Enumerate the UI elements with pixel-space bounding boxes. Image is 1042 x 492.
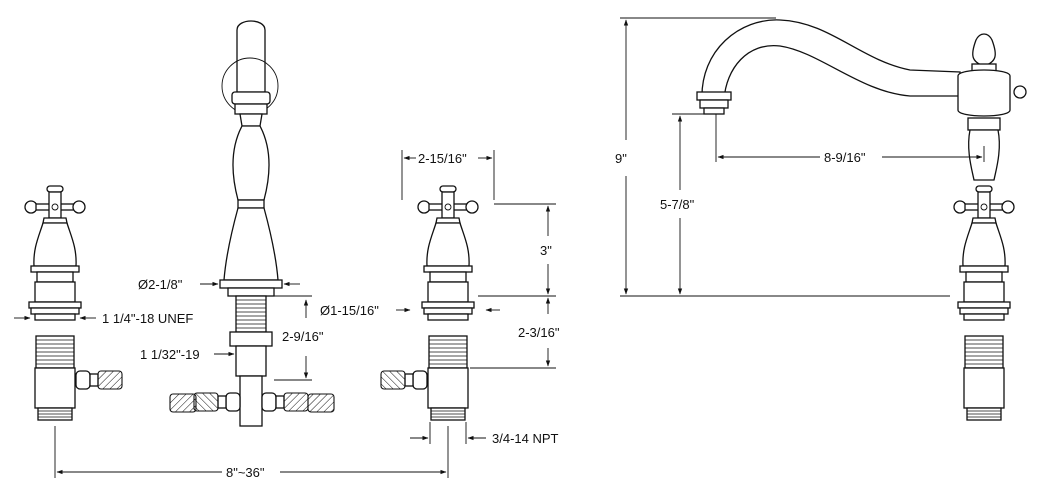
handle-height-label: 3"	[540, 243, 552, 258]
right-valve	[380, 185, 479, 421]
dim-handle-height: 3"	[478, 203, 556, 297]
spout-clearance-label: 5-7/8"	[660, 197, 695, 212]
handle-width-label: 2-15/16"	[418, 151, 467, 166]
dim-spread: 8"~36"	[54, 426, 449, 480]
thread-unef-label: 1 1/4"-18 UNEF	[102, 311, 193, 326]
valve-base-diameter-label: Ø1-15/16"	[320, 303, 379, 318]
left-valve	[24, 185, 123, 421]
spread-label: 8"~36"	[226, 465, 265, 480]
valve-shank-length-label: 2-3/16"	[518, 325, 560, 340]
dim-spout-clearance: 5-7/8"	[660, 113, 716, 295]
dim-spout-base-diameter: Ø2-1/8"	[138, 277, 300, 292]
dim-valve-base-diameter: Ø1-15/16"	[320, 303, 500, 318]
spout-front-view	[169, 20, 335, 427]
dim-inlet-thread: 3/4-14 NPT	[410, 422, 559, 446]
spout-shank-length-label: 2-9/16"	[282, 329, 324, 344]
dim-thread-unef: 1 1/4"-18 UNEF	[14, 311, 193, 326]
inlet-thread-label: 3/4-14 NPT	[492, 431, 559, 446]
dim-spout-shank: 2-9/16"	[274, 295, 324, 381]
spout-base-diameter-label: Ø2-1/8"	[138, 277, 183, 292]
dim-overall-height: 9"	[615, 17, 950, 297]
spout-reach-label: 8-9/16"	[824, 150, 866, 165]
overall-height-label: 9"	[615, 151, 627, 166]
dim-handle-width: 2-15/16"	[401, 150, 495, 200]
spout-thread-label: 1 1/32"-19	[140, 347, 200, 362]
dim-spout-reach: 8-9/16"	[715, 114, 985, 165]
faucet-side-view	[696, 19, 1027, 421]
dim-spout-thread: 1 1/32"-19	[140, 347, 235, 362]
dim-valve-shank: 2-3/16"	[470, 297, 560, 369]
